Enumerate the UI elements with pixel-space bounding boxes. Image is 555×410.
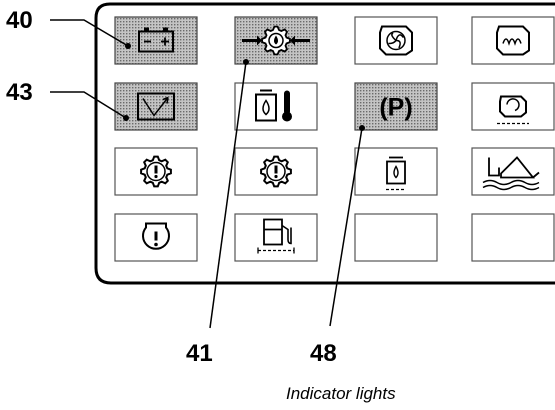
battery-charge-icon [138, 27, 174, 53]
hydraulic-oil-temperature-icon [255, 89, 292, 122]
leader-dot-43 [123, 115, 129, 121]
indicator-tile [354, 16, 438, 65]
indicator-tile-frame [354, 147, 438, 196]
leader-48 [329, 127, 363, 327]
indicator-tile [234, 16, 318, 65]
indicator-tile-frame [114, 82, 198, 131]
indicator-grid: (P) [114, 16, 555, 262]
callout-41: 41 [186, 340, 213, 367]
leader-40 [50, 19, 129, 47]
caption: Indicator lights [286, 384, 396, 403]
engine-preheat-icon [496, 25, 530, 56]
indicator-tile-frame [354, 82, 438, 131]
leader-dot-41 [243, 59, 249, 65]
indicator-tile [471, 147, 555, 196]
indicator-tile-frame [471, 213, 555, 262]
panel-frame [94, 2, 555, 285]
leader-dot-40 [125, 43, 131, 49]
indicator-tile [354, 213, 438, 262]
indicator-tile [471, 213, 555, 262]
indicator-tile [471, 82, 555, 131]
indicator-tile [234, 147, 318, 196]
indicator-tile [234, 213, 318, 262]
callout-48: 48 [310, 340, 337, 367]
parking-brake-label: (P) [379, 94, 412, 122]
leader-41 [209, 61, 247, 329]
indicator-tile [114, 147, 198, 196]
callout-40: 40 [6, 7, 33, 34]
indicator-tile-frame [471, 147, 555, 196]
callout-43: 43 [6, 79, 33, 106]
hydraulic-oil-level-icon [386, 156, 406, 191]
indicator-tile [114, 82, 198, 131]
indicator-tile-frame [354, 213, 438, 262]
indicator-tile [354, 147, 438, 196]
hydraulic-oil-filter-icon [242, 25, 310, 56]
indicator-tile-frame [471, 82, 555, 131]
leader-43 [50, 91, 127, 119]
transmission-warning-icon [260, 155, 292, 188]
parking-brake-icon: (P) [379, 94, 412, 122]
transmission-warning-icon [140, 155, 172, 188]
fuel-level-icon [257, 218, 295, 254]
engine-warning-icon [142, 222, 170, 250]
float-mode-icon [482, 156, 540, 191]
engine-air-filter-icon [379, 25, 413, 56]
indicator-tile [114, 16, 198, 65]
indicator-tile-frame [234, 213, 318, 262]
indicator-tile-frame [114, 16, 198, 65]
indicator-tile [471, 16, 555, 65]
indicator-tile [234, 82, 318, 131]
leader-dot-48 [359, 125, 365, 131]
leader-lines [50, 19, 363, 329]
engine-speed-icon [497, 95, 529, 125]
indicator-tile: (P) [354, 82, 438, 131]
seat-belt-icon [137, 92, 175, 121]
indicator-tile [114, 213, 198, 262]
leader-dots [123, 43, 365, 131]
